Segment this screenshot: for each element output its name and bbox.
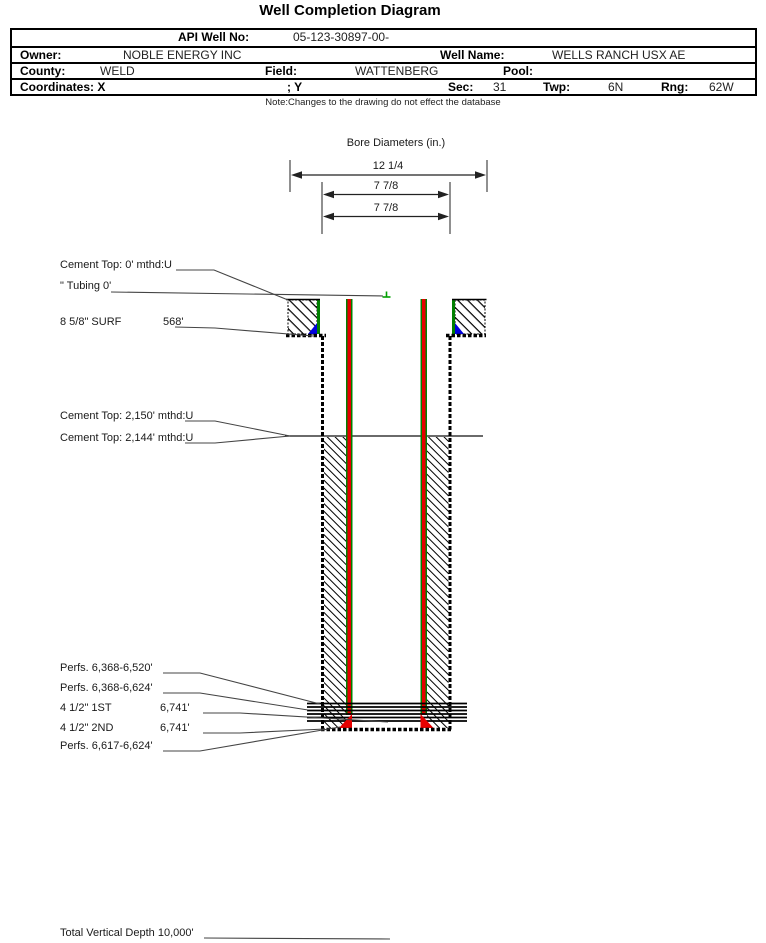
annotation-cement-top-2144: Cement Top: 2,144' mthd:U [60,432,193,444]
surface-casing-wall-left [317,300,320,334]
page-title: Well Completion Diagram [259,2,441,19]
leader-tubing [110,291,384,297]
owner-label: Owner: [20,48,62,62]
arrowhead-right-icon [475,171,486,179]
annotation-casing-1st: 4 1/2" 1ST [60,702,112,714]
api-label: API Well No: [178,30,250,44]
tubing-wall [351,299,353,715]
arrowhead-left-icon [323,190,334,199]
well-name-label: Well Name: [440,48,505,62]
tubing-hanger-mark-icon [382,291,391,298]
coordinates-label: Coordinates: X [20,80,106,94]
rng-value: 62W [709,80,734,94]
annotation-perfs-3: Perfs. 6,617-6,624' [60,740,153,752]
table-row-coordinates: Coordinates: X ; Y Sec: 31 Twp: 6N Rng: … [12,78,755,96]
annotation-cement-top-2150: Cement Top: 2,150' mthd:U [60,410,193,422]
well-name-value: WELLS RANCH USX AE [552,48,686,62]
tubing-wall [420,299,422,715]
bore-dim-surface-label: 12 1/4 [373,160,404,172]
annotation-cement-top-0: Cement Top: 0' mthd:U [60,259,172,271]
well-info-table: API Well No: 05-123-30897-00- Owner: NOB… [10,28,757,96]
leader-perfs-2 [163,692,309,711]
leader-tvd [203,937,391,940]
annotation-casing-1st-depth: 6,741' [160,702,190,714]
surface-shoe-right-icon [455,323,464,334]
county-label: County: [20,64,66,78]
table-row-owner: Owner: NOBLE ENERGY INC Well Name: WELLS… [12,46,755,64]
annotation-surface-casing: 8 5/8" SURF [60,316,122,328]
annotation-tubing: " Tubing 0' [60,280,111,292]
arrowhead-right-icon [438,212,449,221]
casing-shoe-left-icon [339,714,352,728]
annotation-perfs-2: Perfs. 6,368-6,624' [60,682,153,694]
tubing-wall [346,299,348,715]
api-value: 05-123-30897-00- [293,30,390,44]
casing-shoe-right-icon [420,714,434,728]
leader-perfs-3 [163,726,341,752]
annotation-perfs-1: Perfs. 6,368-6,520' [60,662,153,674]
leader-casing-2nd [203,728,326,734]
coordinates-y-label: ; Y [287,80,303,94]
rng-label: Rng: [661,80,689,94]
leader-cement-top-2144 [185,435,291,444]
twp-label: Twp: [543,80,571,94]
pool-label: Pool: [503,64,533,78]
casing-wall [347,299,351,715]
sec-label: Sec: [448,80,474,94]
arrowhead-right-icon [438,190,449,199]
table-row-api: API Well No: 05-123-30897-00- [12,30,755,46]
production-casing-right [420,299,427,715]
table-row-county: County: WELD Field: WATTENBERG Pool: [12,62,755,80]
arrowhead-left-icon [291,171,302,179]
arrowhead-left-icon [323,212,334,221]
bore-dim-intermediate-label: 7 7/8 [374,180,398,192]
surface-casing-wall-right [452,300,455,334]
cement-annulus-left [324,437,346,728]
production-casing-left [346,299,353,715]
tubing-wall [425,299,427,715]
cement-annulus-right [427,437,449,728]
leader-cement-top-0 [176,269,289,301]
annotation-casing-2nd-depth: 6,741' [160,722,190,734]
well-diagram: Bore Diameters (in.) 12 1/4 7 7/8 7 7/8 [60,137,488,940]
leader-cement-top-2150 [185,420,291,437]
leader-surface-casing [174,326,314,337]
owner-value: NOBLE ENERGY INC [123,48,242,62]
casing-wall [422,299,426,715]
surface-shoe-left-icon [308,323,317,334]
sec-value: 31 [493,80,507,94]
leader-perfs-1 [163,672,321,705]
database-note: Note:Changes to the drawing do not effec… [265,97,501,108]
leader-casing-1st [203,712,389,723]
field-value: WATTENBERG [355,64,439,78]
county-value: WELD [100,64,135,78]
twp-value: 6N [608,80,624,94]
annotation-casing-2nd: 4 1/2" 2ND [60,722,113,734]
annotation-tvd: Total Vertical Depth 10,000' [60,927,194,939]
perforation-lines [307,702,467,722]
annotation-surface-casing-depth: 568' [163,316,183,328]
field-label: Field: [265,64,297,78]
bore-diameters-title: Bore Diameters (in.) [347,137,445,149]
bore-dim-production-label: 7 7/8 [374,202,398,214]
